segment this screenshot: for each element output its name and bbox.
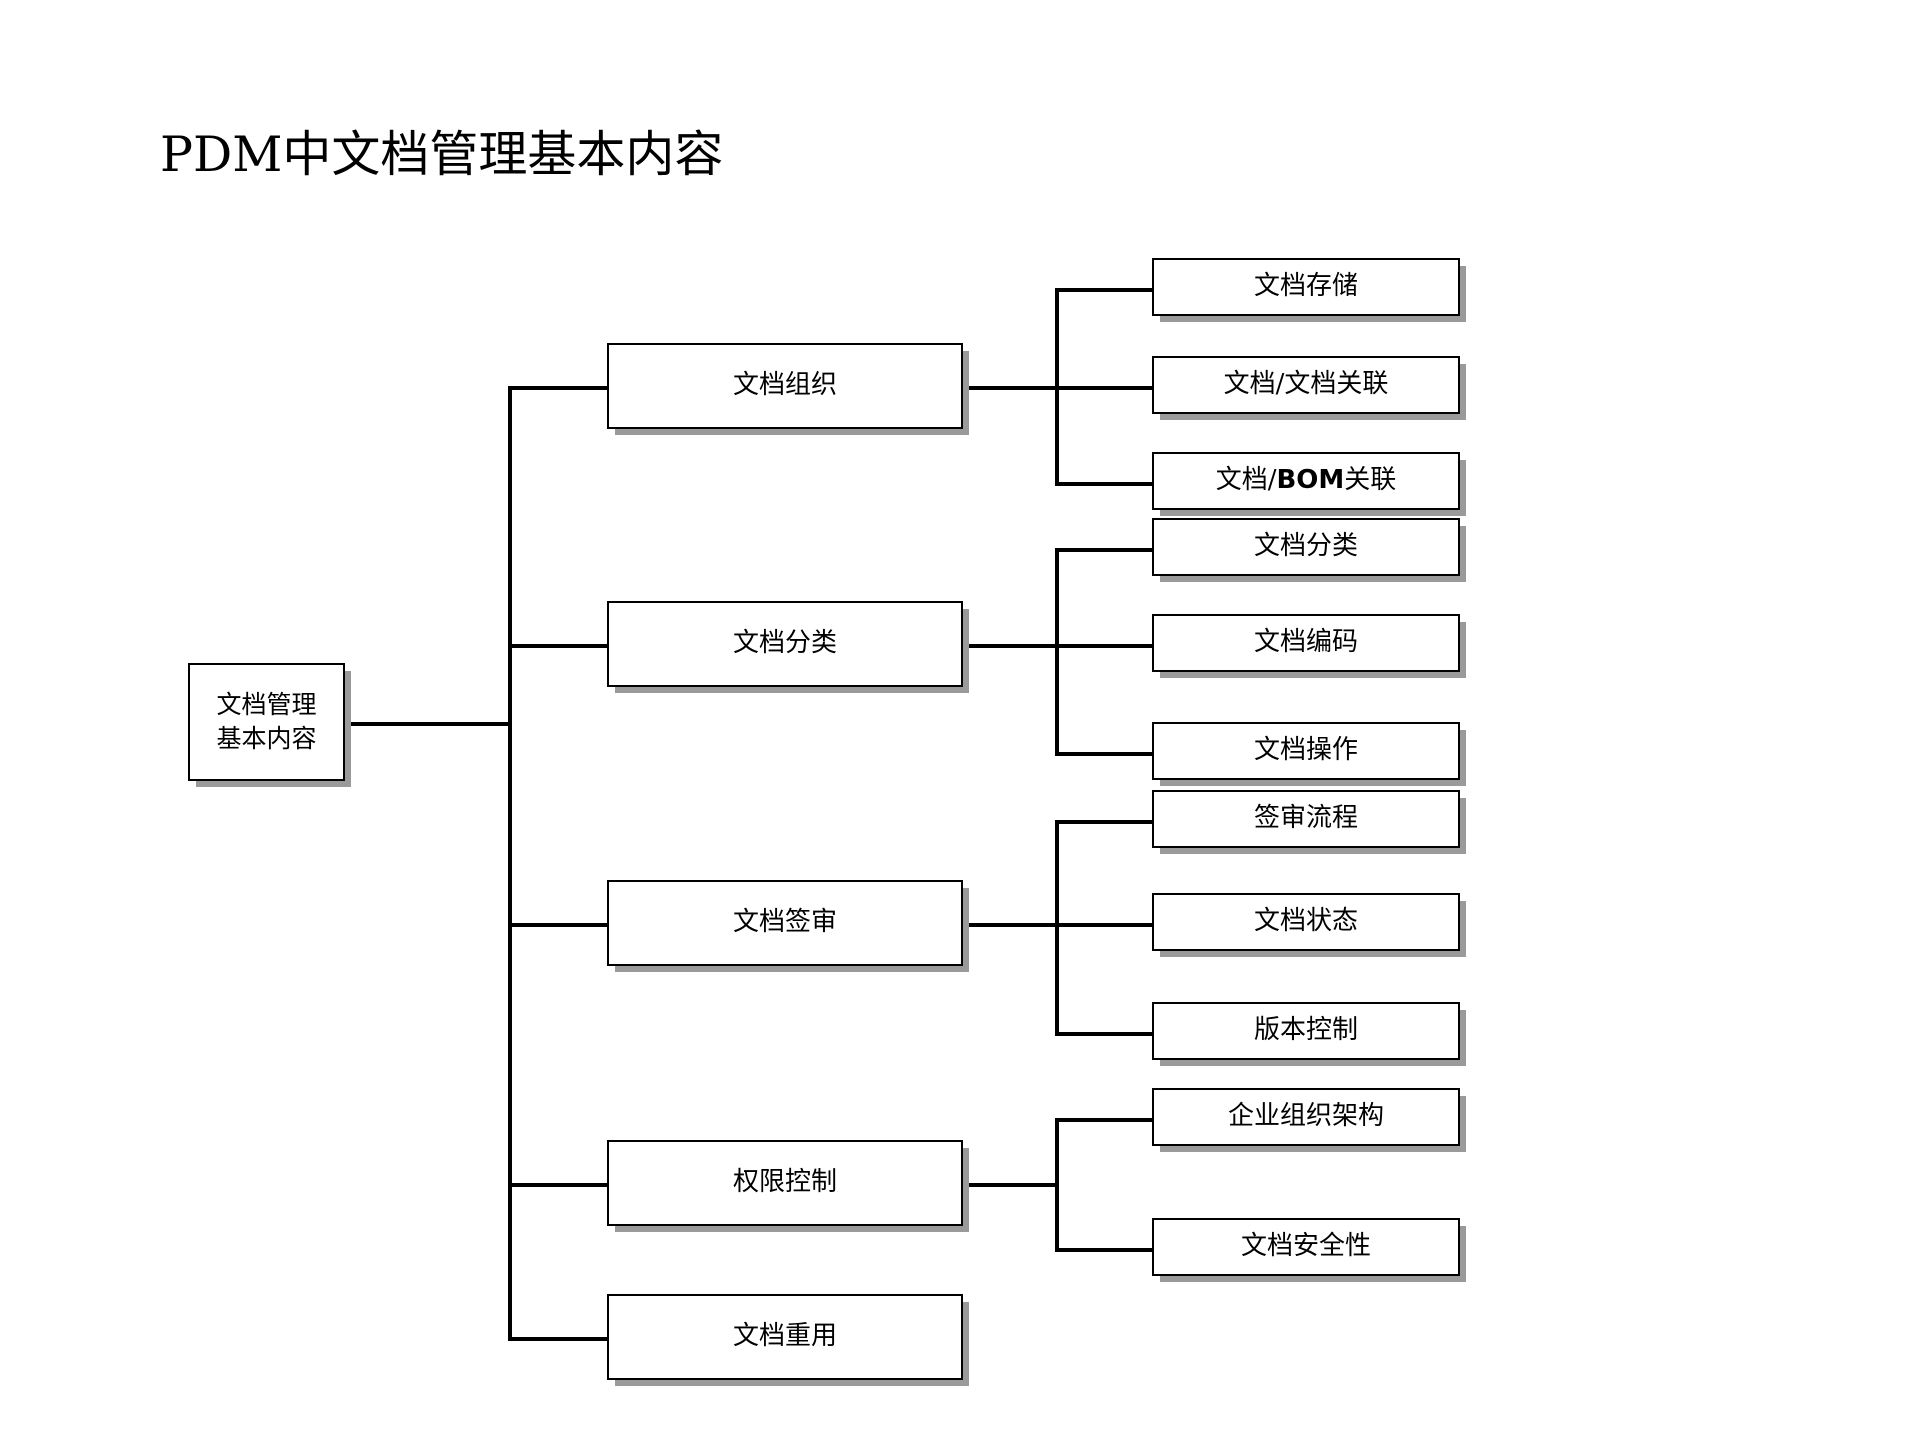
node-leaf-label-bom: BOM	[1276, 465, 1345, 496]
connector-branch-2-leaf-3	[1055, 752, 1154, 756]
connector-trunk-to-branch-3	[508, 923, 609, 927]
node-leaf-label: 文档安全性	[1240, 1231, 1371, 1262]
connector-branch-4-out	[963, 1183, 1058, 1187]
node-leaf-label-suffix: 关联	[1344, 465, 1397, 496]
connector-branch-1-leaf-1	[1055, 288, 1154, 292]
node-leaf-label: 签审流程	[1253, 803, 1358, 834]
connector-branch-4-leaf-1	[1055, 1118, 1154, 1122]
connector-branch-1-out	[963, 386, 1058, 390]
node-leaf-document-bom-link[interactable]: 文档/BOM关联	[1152, 452, 1460, 510]
node-leaf-document-security[interactable]: 文档安全性	[1152, 1218, 1460, 1276]
node-leaf-label-prefix: 文档/	[1215, 465, 1277, 496]
node-branch-permission-control[interactable]: 权限控制	[607, 1140, 963, 1226]
node-leaf-document-operation[interactable]: 文档操作	[1152, 722, 1460, 780]
node-leaf-document-status[interactable]: 文档状态	[1152, 893, 1460, 951]
node-leaf-label: 文档/BOM关联	[1216, 463, 1397, 499]
page-title: PDM中文档管理基本内容	[160, 126, 724, 183]
node-root[interactable]: 文档管理 基本内容	[188, 663, 345, 781]
connector-trunk-vertical	[508, 386, 512, 1341]
connector-trunk-to-branch-2	[508, 644, 609, 648]
connector-branch-2-spine	[1055, 548, 1059, 756]
connector-branch-2-out	[963, 644, 1058, 648]
node-leaf-label: 文档/文档关联	[1223, 369, 1389, 400]
node-branch-label: 文档签审	[732, 907, 837, 938]
node-leaf-document-document-link[interactable]: 文档/文档关联	[1152, 356, 1460, 414]
node-leaf-label: 文档编码	[1253, 627, 1358, 658]
connector-branch-1-leaf-2	[1055, 386, 1154, 390]
node-leaf-label: 文档分类	[1253, 531, 1358, 562]
connector-branch-3-leaf-3	[1055, 1032, 1154, 1036]
node-branch-label: 权限控制	[732, 1167, 837, 1198]
connector-branch-1-leaf-3	[1055, 482, 1154, 486]
connector-trunk-to-branch-1	[508, 386, 609, 390]
connector-branch-2-leaf-1	[1055, 548, 1154, 552]
connector-trunk-to-branch-4	[508, 1183, 609, 1187]
node-leaf-document-coding[interactable]: 文档编码	[1152, 614, 1460, 672]
connector-branch-3-leaf-1	[1055, 820, 1154, 824]
node-leaf-label: 文档存储	[1253, 271, 1358, 302]
node-leaf-label: 企业组织架构	[1227, 1101, 1384, 1132]
node-leaf-enterprise-org-structure[interactable]: 企业组织架构	[1152, 1088, 1460, 1146]
node-branch-document-organization[interactable]: 文档组织	[607, 343, 963, 429]
node-leaf-approval-workflow[interactable]: 签审流程	[1152, 790, 1460, 848]
connector-branch-4-spine	[1055, 1118, 1059, 1252]
node-leaf-label: 版本控制	[1253, 1015, 1358, 1046]
node-leaf-label: 文档操作	[1253, 735, 1358, 766]
connector-branch-4-leaf-2	[1055, 1248, 1154, 1252]
node-branch-label: 文档重用	[732, 1321, 837, 1352]
connector-branch-3-spine	[1055, 820, 1059, 1036]
node-leaf-version-control[interactable]: 版本控制	[1152, 1002, 1460, 1060]
connector-branch-3-leaf-2	[1055, 923, 1154, 927]
node-leaf-label: 文档状态	[1253, 906, 1358, 937]
node-leaf-document-storage[interactable]: 文档存储	[1152, 258, 1460, 316]
connector-branch-3-out	[963, 923, 1058, 927]
node-branch-document-reuse[interactable]: 文档重用	[607, 1294, 963, 1380]
connector-root-to-trunk	[345, 722, 512, 726]
node-branch-document-approval[interactable]: 文档签审	[607, 880, 963, 966]
node-branch-label: 文档组织	[732, 370, 837, 401]
node-branch-document-classification[interactable]: 文档分类	[607, 601, 963, 687]
connector-branch-2-leaf-2	[1055, 644, 1154, 648]
node-branch-label: 文档分类	[732, 628, 837, 659]
node-root-label-line2: 基本内容	[216, 724, 317, 753]
node-leaf-document-category[interactable]: 文档分类	[1152, 518, 1460, 576]
node-root-label-line1: 文档管理	[216, 689, 317, 719]
connector-trunk-to-branch-5	[508, 1337, 609, 1341]
